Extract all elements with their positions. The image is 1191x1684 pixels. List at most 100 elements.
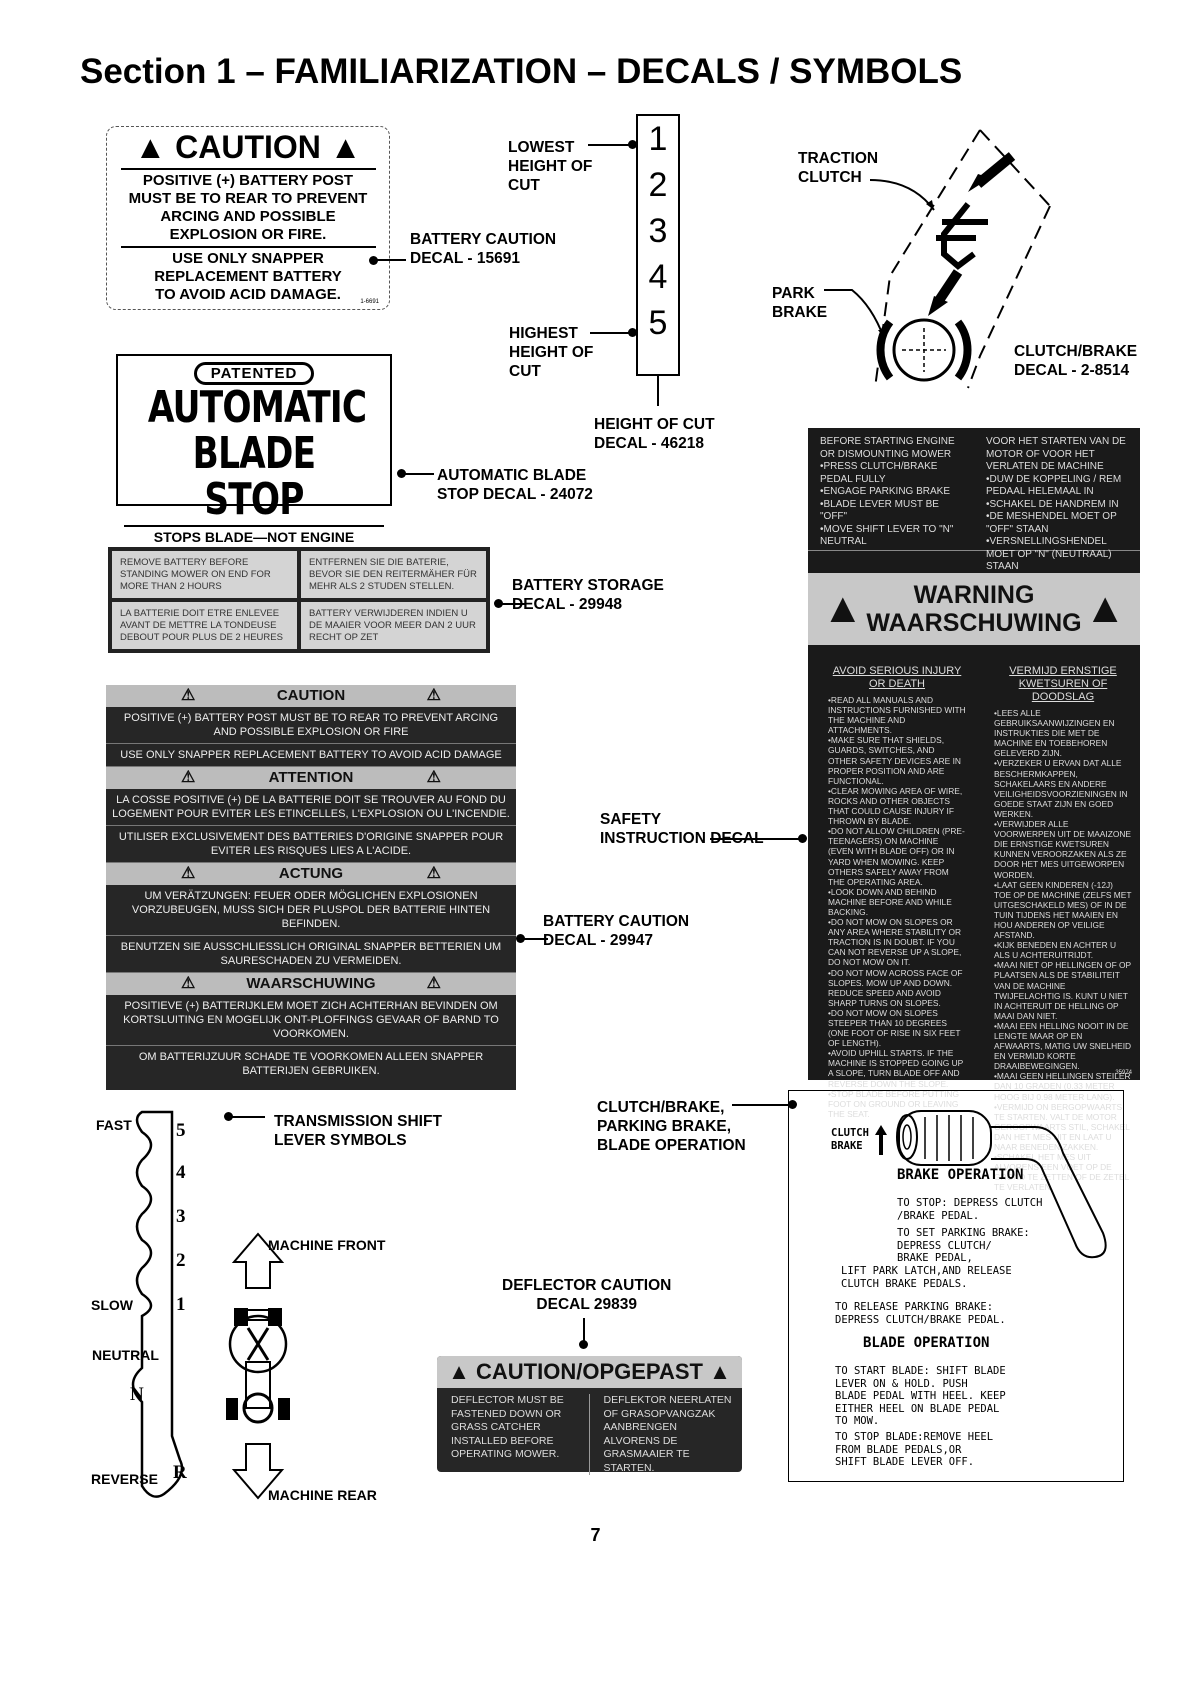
callout-line [588, 144, 630, 146]
callout-line [374, 259, 406, 261]
battery-caution-15691-callout: BATTERY CAUTION DECAL - 15691 [410, 231, 557, 267]
warning-triangle-icon: ▲ [822, 584, 864, 631]
callout-line [520, 938, 548, 940]
battery-storage-decal: REMOVE BATTERY BEFORE STANDING MOWER ON … [108, 547, 490, 653]
deflector-heading: ▲ CAUTION/OPGEPAST ▲ [437, 1356, 742, 1388]
gear-reverse: R [173, 1462, 187, 1483]
lift-latch-text: LIFT PARK LATCH,AND RELEASE CLUTCH BRAKE… [841, 1265, 1012, 1290]
deflector-caution-decal: ▲ CAUTION/OPGEPAST ▲ DEFLECTOR MUST BE F… [437, 1356, 742, 1475]
safety-top-dutch: VOOR HET STARTEN VAN DE MOTOR OF VOOR HE… [986, 436, 1126, 572]
section-text: LA COSSE POSITIVE (+) DE LA BATTERIE DOI… [106, 789, 516, 826]
storage-cell: ENTFERNEN SIE DIE BATERIE, BEVOR SIE DEN… [301, 551, 486, 598]
callout-dot [369, 256, 378, 265]
safety-dutch-heading: VERMIJD ERNSTIGE KWETSUREN OF DOODSLAG [1009, 665, 1117, 703]
section-heading: ACTUNG [106, 863, 516, 885]
callout-dot [788, 1100, 797, 1109]
section-text: UM VERÄTZUNGEN: FEUER ODER MÖGLICHEN EXP… [106, 885, 516, 936]
storage-cell: BATTERY VERWIJDEREN INDIEN U DE MAAIER V… [301, 602, 486, 649]
safety-top-english: BEFORE STARTING ENGINE OR DISMOUNTING MO… [820, 436, 955, 547]
deflector-body: DEFLECTOR MUST BE FASTENED DOWN OR GRASS… [437, 1388, 742, 1475]
warning-triangle-icon: ▲ [448, 1359, 470, 1384]
fast-label: FAST [96, 1117, 132, 1133]
callout-dot [579, 1340, 588, 1349]
warning-triangle-icon: ▲ [329, 129, 362, 165]
callout-dot [798, 834, 807, 843]
section-text: BENUTZEN SIE AUSSCHLIESSLICH ORIGINAL SN… [106, 936, 516, 973]
warning-triangle-icon: ▲ [709, 1359, 731, 1384]
blade-stop-callout: AUTOMATIC BLADE STOP DECAL - 24072 [437, 467, 593, 503]
mower-orientation-graphic [226, 1232, 290, 1500]
callout-line [710, 838, 802, 840]
lowest-height-label: LOWEST HEIGHT OF CUT [508, 139, 593, 194]
section-text: POSITIEVE (+) BATTERIJKLEM MOET ZICH ACH… [106, 995, 516, 1046]
decal-code: 1-6691 [360, 299, 379, 305]
storage-cell: REMOVE BATTERY BEFORE STANDING MOWER ON … [112, 551, 297, 598]
caution-heading: ▲ CAUTION ▲ [134, 129, 362, 165]
warning-text: WARNING [913, 581, 1035, 609]
height-number: 2 [648, 166, 668, 204]
battery-caution-decal-29947: CAUTION POSITIVE (+) BATTERY POST MUST B… [106, 685, 516, 1090]
blade-stop-decal: PATENTED AUTOMATIC BLADE STOP STOPS BLAD… [116, 354, 392, 545]
caution-line: ARCING AND POSSIBLE [160, 208, 336, 225]
page-title: Section 1 – FAMILIARIZATION – DECALS / S… [80, 52, 963, 91]
section-text: UTILISER EXCLUSIVEMENT DES BATTERIES D'O… [106, 826, 516, 863]
slow-label: SLOW [91, 1297, 133, 1313]
reverse-label: REVERSE [91, 1471, 158, 1487]
callout-line [402, 473, 434, 475]
safety-top: BEFORE STARTING ENGINE OR DISMOUNTING MO… [808, 428, 1140, 572]
gear-2: 2 [176, 1250, 186, 1271]
battery-storage-callout: BATTERY STORAGE DECAL - 29948 [512, 577, 664, 613]
highest-height-label: HIGHEST HEIGHT OF CUT [509, 325, 594, 380]
gear-3: 3 [176, 1206, 186, 1227]
section-text: USE ONLY SNAPPER REPLACEMENT BATTERY TO … [106, 744, 516, 767]
gear-1: 1 [176, 1294, 186, 1315]
safety-english-column: AVOID SERIOUS INJURY OR DEATH •READ ALL … [808, 665, 974, 1193]
deflector-callout: DEFLECTOR CAUTION DECAL 29839 [502, 1277, 672, 1313]
set-parking-text: TO SET PARKING BRAKE: DEPRESS CLUTCH/ BR… [897, 1227, 1030, 1264]
safety-instruction-decal: BEFORE STARTING ENGINE OR DISMOUNTING MO… [808, 428, 1140, 1192]
warning-banner: ▲ WARNING WAARSCHUWING ▲ [808, 573, 1140, 645]
section-heading: CAUTION [106, 685, 516, 707]
height-number: 5 [648, 304, 668, 342]
battery-caution-decal-15691: ▲ CAUTION ▲ POSITIVE (+) BATTERY POST MU… [106, 126, 390, 310]
traction-clutch-label: TRACTION CLUTCH [798, 150, 879, 186]
machine-front-label: MACHINE FRONT [268, 1237, 386, 1253]
pedal-lever-graphic [896, 1110, 1107, 1259]
blade-stop-line2: BLADE STOP [192, 428, 316, 525]
callout-line [732, 1104, 792, 1106]
transmission-callout: TRANSMISSION SHIFT LEVER SYMBOLS [274, 1113, 442, 1149]
section-text: POSITIVE (+) BATTERY POST MUST BE TO REA… [106, 707, 516, 744]
height-of-cut-callout: HEIGHT OF CUT DECAL - 46218 [594, 416, 715, 452]
caution-line: USE ONLY SNAPPER [172, 250, 324, 267]
callout-dot [397, 469, 406, 478]
callout-arrow-line [824, 289, 886, 339]
callout-line [583, 1318, 585, 1344]
storage-cell: LA BATTERIE DOIT ETRE ENLEVEE AVANT DE M… [112, 602, 297, 649]
battery-caution-29947-callout: BATTERY CAUTION DECAL - 29947 [543, 913, 690, 949]
callout-line [590, 332, 630, 334]
gear-neutral: N [130, 1384, 144, 1405]
callout-line [498, 603, 526, 605]
blade-operation-heading: BLADE OPERATION [863, 1335, 990, 1351]
caution-line: REPLACEMENT BATTERY [154, 268, 342, 285]
operation-decal: CLUTCH BRAKE BRAKE OPERATION TO STOP: DE… [788, 1090, 1124, 1482]
safety-english-text: •READ ALL MANUALS AND INSTRUCTIONS FURNI… [828, 695, 966, 1119]
to-stop-text: TO STOP: DEPRESS CLUTCH /BRAKE PEDAL. [897, 1197, 1043, 1222]
callout-line [657, 376, 659, 406]
section-text: OM BATTERIJZUUR SCHADE TE VOORKOMEN ALLE… [138, 1051, 484, 1077]
clutch-brake-decal-graphic [874, 129, 1051, 389]
height-number: 3 [648, 212, 668, 250]
caution-line: TO AVOID ACID DAMAGE. [155, 286, 341, 303]
brake-operation-heading: BRAKE OPERATION [897, 1167, 1024, 1183]
blade-stop-line1: AUTOMATIC [147, 382, 367, 433]
start-blade-text: TO START BLADE: SHIFT BLADE LEVER ON & H… [835, 1365, 1006, 1427]
caution-line: POSITIVE (+) BATTERY POST [142, 172, 354, 189]
callout-dot [628, 140, 637, 149]
section-heading: WAARSCHUWING [106, 973, 516, 995]
release-parking-text: TO RELEASE PARKING BRAKE: DEPRESS CLUTCH… [835, 1301, 1006, 1326]
park-brake-label: PARK BRAKE [772, 285, 828, 321]
section-heading: ATTENTION [106, 767, 516, 789]
shift-lever-gate-graphic [131, 1110, 184, 1498]
height-number: 1 [648, 120, 668, 158]
safety-decal-callout: SAFETY INSTRUCTION DECAL [600, 811, 764, 847]
